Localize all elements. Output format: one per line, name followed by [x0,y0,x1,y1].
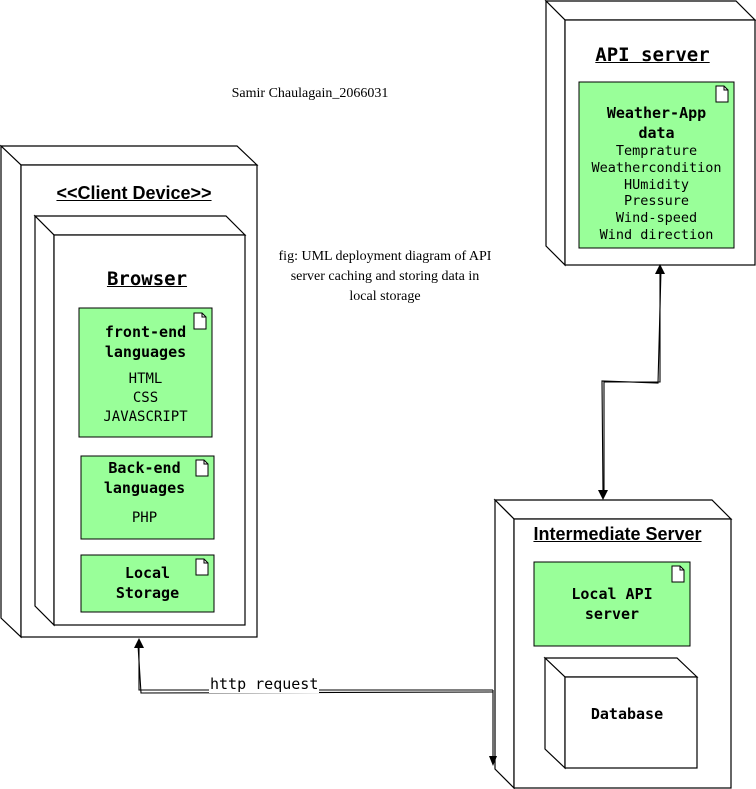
local-api-title: server [584,605,640,623]
frontend-label: front-end languages HTML CSS JAVASCRIPT [79,322,212,427]
local-storage-label: Local Storage [81,563,214,603]
backend-label: Back-end languages PHP [78,458,211,528]
weather-data-item: Temprature [615,143,698,159]
local-storage-artifact [80,554,215,613]
local-storage-title: Storage [115,584,180,602]
weather-data-item: Wind direction [599,226,714,243]
local-storage-title: Local [124,564,171,582]
backend-item: PHP [131,510,158,526]
caption-line: fig: UML deployment diagram of API [278,249,492,264]
backend-title: Back-end [108,459,181,477]
api-intermediate-connector [601,268,662,496]
figure-caption: fig: UML deployment diagram of API serve… [260,247,510,307]
browser-title: Browser [106,268,188,290]
arrowhead-icon [489,756,497,766]
weather-data-title: data [638,124,675,142]
weather-data-item: Weathercondition [591,159,722,176]
weather-data-item: Pressure [623,193,690,210]
weather-data-title: Weather-App [606,104,707,122]
local-api-title: Local API [571,585,653,603]
weather-data-label: Weather-App data Temprature Weathercondi… [579,103,734,244]
intermediate-server-title: Intermediate Server [533,524,702,544]
api-server-title: API server [595,44,710,66]
http-request-label: http request [209,675,320,693]
local-api-label: Local API server [534,584,690,624]
local-api-artifact [533,561,691,647]
document-icon [671,565,685,583]
frontend-item: JAVASCRIPT [103,409,188,425]
backend-title: languages [103,479,186,497]
arrowhead-icon [655,264,665,274]
weather-data-item: HUmidity [623,176,690,193]
database-label: Database [590,705,664,723]
frontend-title: languages [104,343,187,361]
caption-line: local storage [349,289,421,304]
client-device-title: <<Client Device>> [56,183,212,203]
frontend-title: front-end [104,323,187,341]
database-node [543,656,699,770]
author-label: Samir Chaulagain_2066031 [231,86,389,101]
weather-data-artifact [578,81,735,249]
http-request-connector [137,643,494,762]
arrowhead-icon [598,490,608,500]
frontend-artifact [78,307,213,438]
backend-artifact [80,455,215,540]
frontend-item: CSS [132,390,159,406]
frontend-item: HTML [128,371,163,387]
arrowhead-icon [134,638,144,648]
weather-data-item: Wind-speed [615,210,698,227]
caption-line: server caching and storing data in [290,269,480,284]
document-icon [715,85,729,103]
